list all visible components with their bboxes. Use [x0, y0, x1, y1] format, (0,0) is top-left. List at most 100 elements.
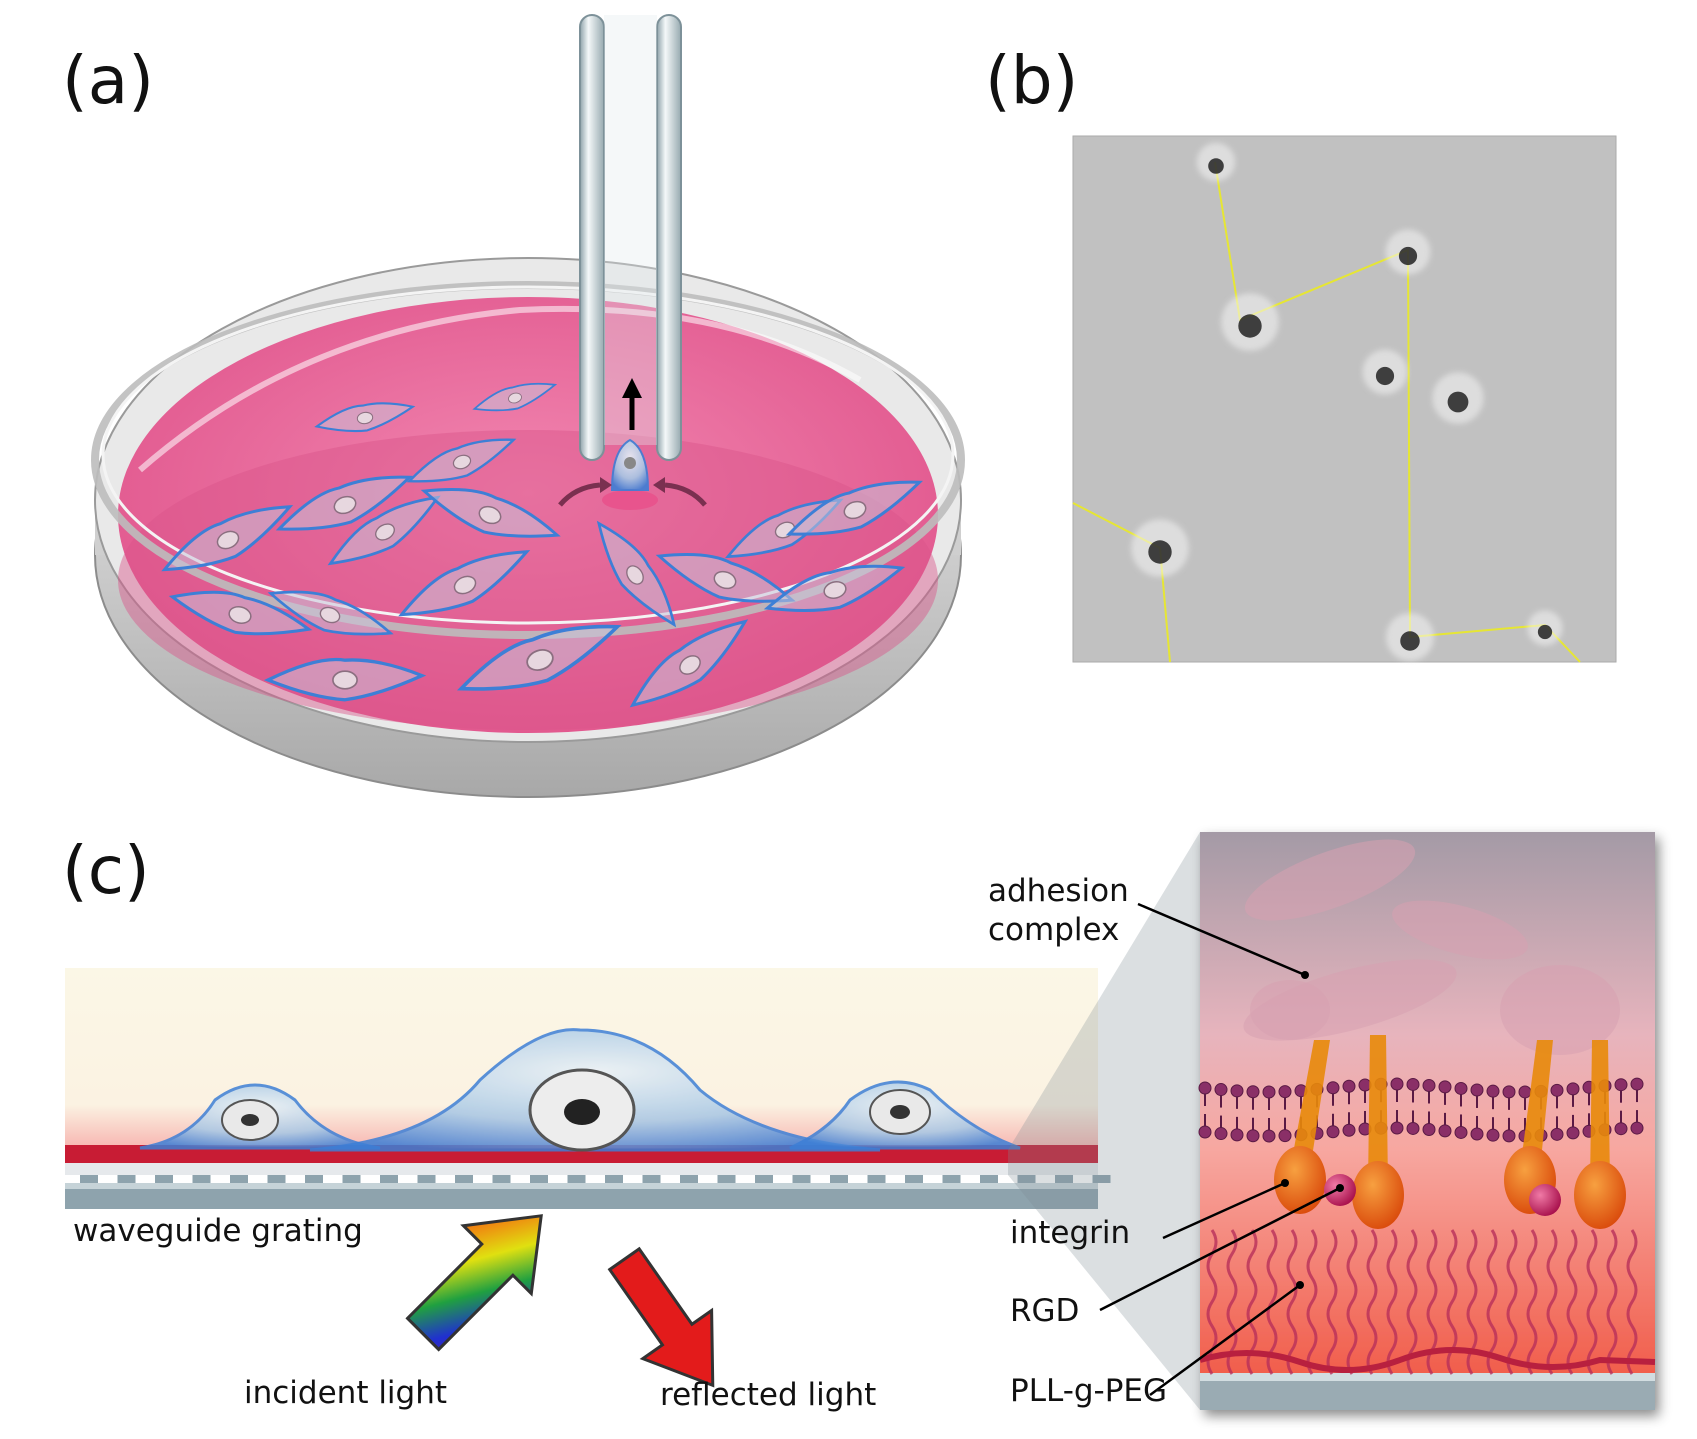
lipid-head	[1630, 1121, 1644, 1135]
adhesion-complex-blob	[1244, 839, 1416, 921]
inflow-arrow-left	[558, 482, 601, 507]
lipid-head	[1502, 1129, 1516, 1143]
integrin-head	[1574, 1161, 1626, 1229]
spindle-cell	[168, 590, 313, 636]
lipid-head	[1230, 1084, 1244, 1098]
lipid-head	[1454, 1125, 1468, 1139]
grating-tooth	[230, 1175, 248, 1183]
lipid-head	[1262, 1085, 1276, 1099]
zoom-content	[1198, 839, 1656, 1375]
grating-tooth	[267, 1175, 286, 1183]
integrin-label: integrin	[1010, 1215, 1131, 1251]
grating-tooth	[980, 1175, 998, 1183]
grating-tooth	[1017, 1175, 1036, 1183]
lipid-head	[1246, 1129, 1260, 1143]
spread-cells	[139, 1028, 1021, 1152]
rgd-label: RGD	[1010, 1293, 1080, 1329]
panel-label-a: (a)	[62, 42, 154, 119]
peg-chain	[1566, 1229, 1578, 1375]
lipid-head	[1390, 1077, 1404, 1091]
micropipette-icon	[579, 14, 682, 461]
rainbow-arrow-icon	[405, 1214, 543, 1352]
spindle-cell	[263, 657, 427, 702]
reflected-light-label: reflected light	[660, 1377, 877, 1413]
lipid-head	[1518, 1085, 1532, 1099]
peg-chain	[1326, 1229, 1338, 1375]
lipid-head	[1550, 1127, 1564, 1141]
inflow-arrow-right	[664, 482, 707, 507]
grating-tooth	[492, 1175, 511, 1183]
micrograph	[1072, 135, 1617, 663]
adhesion-complex-blob	[1500, 965, 1620, 1055]
lipid-head	[1630, 1077, 1644, 1091]
grating-tooth	[567, 1175, 586, 1183]
lipid-head	[1502, 1085, 1516, 1099]
peg-chain	[1266, 1229, 1278, 1375]
spindle-cell	[406, 438, 517, 483]
grating-tooth	[80, 1175, 98, 1183]
integrin-head	[1274, 1146, 1326, 1214]
panel-label-c: (c)	[62, 832, 150, 909]
peg-chain	[1366, 1229, 1378, 1375]
lipid-head	[1406, 1077, 1420, 1091]
grating-tooth	[342, 1175, 361, 1183]
grating-tooth	[155, 1175, 173, 1183]
grating-tooth	[605, 1175, 623, 1183]
spindle-cell	[629, 619, 749, 708]
grating-tooth	[380, 1175, 398, 1183]
adhesion-complex-label-line2: complex	[988, 912, 1120, 948]
lipid-head	[1214, 1127, 1228, 1141]
spindle-cell	[472, 382, 558, 412]
lipid-head	[1262, 1129, 1276, 1143]
lipid-head	[1422, 1078, 1436, 1092]
peg-chain	[1506, 1229, 1518, 1375]
callout-lines	[1099, 902, 1341, 1397]
spindle-cell	[275, 475, 413, 531]
grating-tooth	[1092, 1175, 1111, 1183]
waveguide-grating-label: waveguide grating	[73, 1213, 363, 1249]
grating-tooth	[305, 1175, 323, 1183]
micrograph-cell	[1208, 158, 1224, 174]
lipid-head	[1358, 1078, 1372, 1092]
grating-tooth	[830, 1175, 848, 1183]
lipid-head	[1246, 1085, 1260, 1099]
adhesion-complex-blob	[1392, 900, 1528, 960]
micrograph-cell	[1447, 391, 1469, 413]
micrograph-cell	[1537, 624, 1553, 640]
spindle-cell	[596, 520, 677, 628]
grating-tooth	[642, 1175, 661, 1183]
lipid-head	[1614, 1122, 1628, 1136]
lipid-head	[1214, 1083, 1228, 1097]
lipid-head	[1278, 1085, 1292, 1099]
lipid-head	[1406, 1121, 1420, 1135]
lipid-head	[1454, 1081, 1468, 1095]
peg-chain	[1306, 1229, 1318, 1375]
lipid-head	[1486, 1128, 1500, 1142]
micrograph-cell	[1238, 314, 1262, 338]
grating-tooth	[792, 1175, 811, 1183]
lipid-head	[1438, 1080, 1452, 1094]
grating-tooth	[117, 1175, 136, 1183]
grating-tooth	[680, 1175, 698, 1183]
grating-tooth	[455, 1175, 473, 1183]
micrograph-cell	[1375, 366, 1395, 386]
lipid-head	[1470, 1083, 1484, 1097]
spindle-cell	[161, 505, 294, 572]
micrograph-cell	[1398, 246, 1418, 266]
lipid-head	[1438, 1124, 1452, 1138]
arrow-up-icon	[622, 378, 642, 430]
grating-tooth	[942, 1175, 961, 1183]
lipid-head	[1230, 1128, 1244, 1142]
lipid-head	[1614, 1078, 1628, 1092]
grating-tooth	[417, 1175, 436, 1183]
grating-tooth	[755, 1175, 773, 1183]
rgd-bead	[1529, 1184, 1561, 1216]
lipid-head	[1486, 1084, 1500, 1098]
lipid-head	[1390, 1121, 1404, 1135]
spindle-cell	[785, 480, 923, 536]
peg-chain	[1346, 1229, 1358, 1375]
lipid-head	[1326, 1125, 1340, 1139]
peg-chain	[1626, 1229, 1638, 1375]
